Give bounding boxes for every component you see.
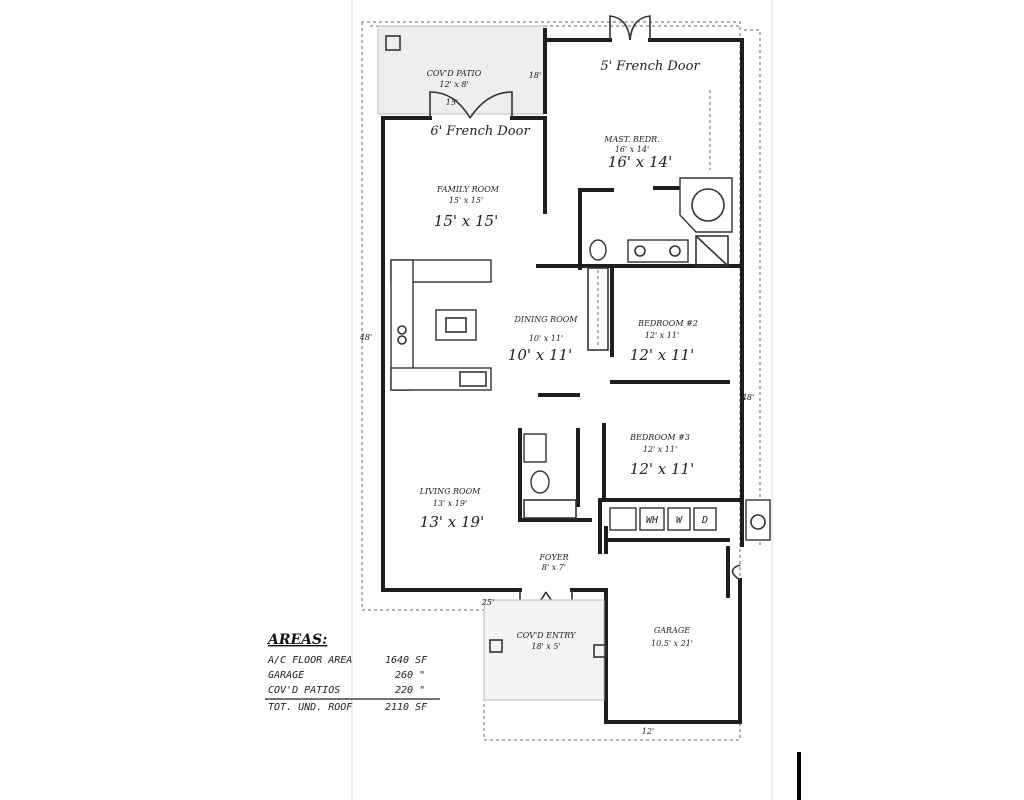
master-bath	[589, 90, 733, 267]
areas-table: AREAS: A/C FLOOR AREA 1640 SF GARAGE 260…	[265, 632, 440, 713]
label-french-door-6: 6' French Door	[430, 124, 530, 139]
areas-row-value: 2110 SF	[385, 702, 428, 713]
scan-edge-mark	[797, 752, 801, 800]
label-living-room: LIVING ROOM 13' x 19' 13' x 19'	[419, 487, 485, 531]
svg-text:15' x 15': 15' x 15'	[449, 196, 483, 205]
areas-row-label: GARAGE	[268, 670, 304, 681]
label-covd-patio: COV'D PATIO 12' x 8'	[427, 69, 482, 89]
svg-text:LIVING ROOM: LIVING ROOM	[419, 487, 481, 496]
svg-text:12' x 11': 12' x 11'	[630, 346, 694, 364]
svg-text:MAST. BEDR.: MAST. BEDR.	[603, 135, 659, 144]
label-covd-entry: COV'D ENTRY 18' x 5'	[517, 631, 576, 651]
washer-label: W	[676, 515, 683, 526]
svg-text:DINING ROOM: DINING ROOM	[514, 315, 579, 324]
areas-row-label: COV'D PATIOS	[268, 685, 340, 696]
dryer-label: D	[701, 515, 708, 526]
svg-text:16' x 14': 16' x 14'	[608, 153, 672, 171]
dim-front: 25'	[481, 598, 494, 607]
covd-patio-top	[377, 25, 545, 115]
laundry: WH W D	[609, 499, 771, 541]
svg-text:16' x 14': 16' x 14'	[615, 145, 649, 154]
label-master-bedroom: MAST. BEDR. 16' x 14' 16' x 14'	[603, 135, 672, 171]
svg-text:10.5' x 21': 10.5' x 21'	[651, 639, 693, 648]
areas-row-label: A/C FLOOR AREA	[267, 655, 352, 666]
svg-text:15' x 15': 15' x 15'	[434, 212, 498, 230]
svg-text:13' x 19': 13' x 19'	[433, 499, 467, 508]
interior-walls	[518, 116, 744, 554]
garage-side-door	[731, 564, 741, 581]
svg-text:12' x 11': 12' x 11'	[630, 460, 694, 478]
svg-text:12' x 11': 12' x 11'	[645, 331, 679, 340]
areas-row-value: 260 "	[395, 670, 425, 681]
label-bedroom-2: BEDROOM #2 12' x 11' 12' x 11'	[630, 319, 698, 364]
areas-row-value: 220 "	[395, 685, 425, 696]
svg-text:10' x 11': 10' x 11'	[508, 346, 572, 364]
svg-text:12' x 8': 12' x 8'	[439, 80, 468, 89]
dim-garage-width: 12'	[642, 727, 654, 736]
exterior-walls	[381, 28, 744, 724]
svg-text:FOYER: FOYER	[538, 553, 568, 562]
svg-text:BEDROOM #3: BEDROOM #3	[629, 433, 690, 442]
label-bedroom-3: BEDROOM #3 12' x 11' 12' x 11'	[629, 433, 694, 478]
svg-text:12' x 11': 12' x 11'	[643, 445, 677, 454]
label-french-door-5: 5' French Door	[600, 59, 700, 74]
french-door-6	[429, 91, 513, 119]
dim-patio-side: 18'	[529, 71, 541, 80]
hall-bath	[523, 433, 577, 519]
covd-entry	[483, 599, 607, 701]
svg-text:18' x 5': 18' x 5'	[531, 642, 560, 651]
svg-text:10' x 11': 10' x 11'	[529, 334, 563, 343]
svg-text:COV'D PATIO: COV'D PATIO	[427, 69, 482, 78]
wh-label: WH	[646, 515, 659, 526]
dim-right: 48'	[741, 393, 754, 402]
areas-row-value: 1640 SF	[385, 655, 428, 666]
dim-left: 48'	[359, 333, 372, 342]
areas-title: AREAS:	[266, 632, 327, 648]
areas-row-label: TOT. UND. ROOF	[268, 702, 353, 713]
label-family-room: FAMILY ROOM 15' x 15' 15' x 15'	[434, 185, 500, 230]
kitchen	[390, 259, 492, 391]
svg-text:FAMILY ROOM: FAMILY ROOM	[436, 185, 500, 194]
label-garage: GARAGE 10.5' x 21'	[651, 626, 693, 648]
svg-text:13' x 19': 13' x 19'	[420, 513, 484, 531]
svg-text:GARAGE: GARAGE	[654, 626, 690, 635]
french-door-5	[609, 15, 651, 41]
svg-text:8' x 7': 8' x 7'	[542, 563, 566, 572]
label-foyer: FOYER 8' x 7'	[538, 553, 568, 572]
svg-text:COV'D ENTRY: COV'D ENTRY	[517, 631, 576, 640]
dim-top-door: 15'	[446, 98, 458, 107]
label-dining-room: DINING ROOM 10' x 11' 10' x 11'	[508, 315, 579, 364]
hall-closet	[587, 267, 609, 351]
svg-text:BEDROOM #2: BEDROOM #2	[637, 319, 698, 328]
